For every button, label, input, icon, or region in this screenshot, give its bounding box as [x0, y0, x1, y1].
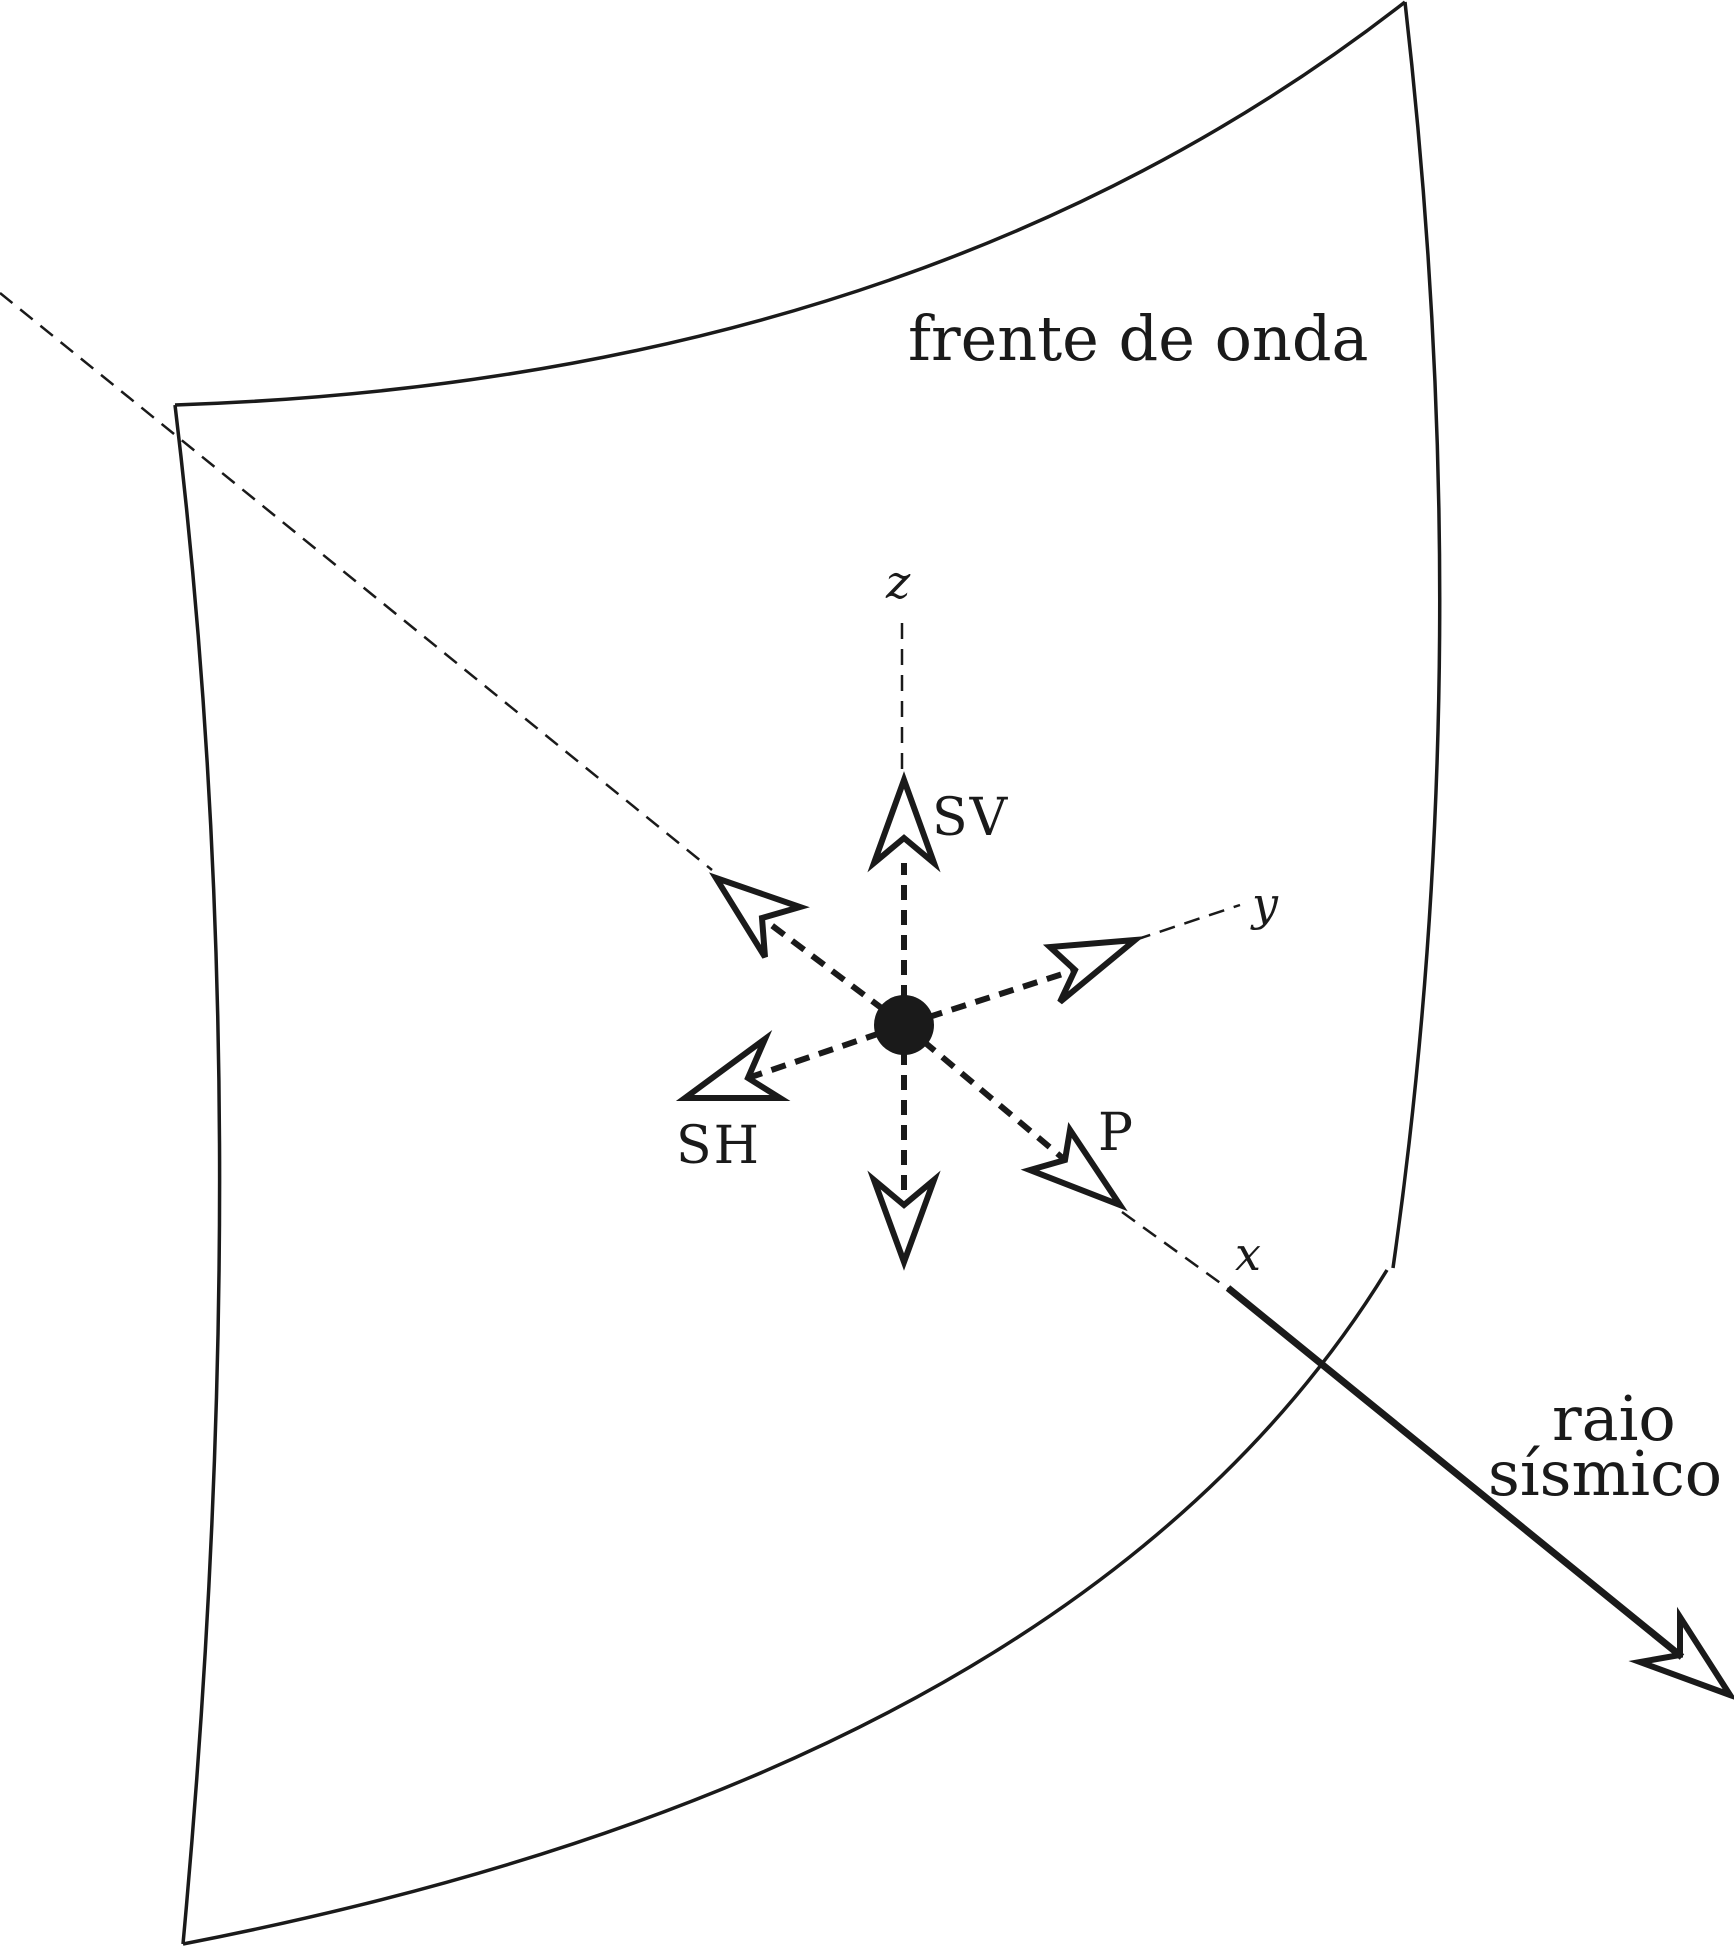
- y-arrowhead: [1042, 936, 1145, 1005]
- wavefront-label: frente de onda: [908, 302, 1369, 375]
- sh-arrowhead: [675, 1029, 791, 1101]
- wavefront-surface: [173, 0, 1442, 1946]
- sv-up-arrowhead: [867, 771, 941, 873]
- guide-lines: [0, 292, 1241, 1292]
- p-label: P: [1098, 1103, 1135, 1163]
- wavefront-bottom-edge: [182, 1269, 1389, 1946]
- arrowheads: [675, 771, 1734, 1700]
- p-back-arrowhead: [709, 872, 810, 959]
- wavefront-top-edge: [174, 0, 1407, 407]
- wavefront-right-edge: [1391, 1, 1442, 1269]
- sh-label: SH: [676, 1116, 761, 1176]
- z-axis-label: z: [885, 555, 911, 609]
- y-axis-label: y: [1250, 877, 1279, 931]
- ray-label-line1: raio: [1552, 1382, 1676, 1455]
- sv-label: SV: [932, 788, 1009, 848]
- p-forward-shaft: [902, 1022, 1067, 1163]
- p-forward-arrowhead: [1020, 1122, 1128, 1212]
- x-axis-dashed: [1121, 1210, 1231, 1292]
- seismic-ray: [1225, 1285, 1685, 1660]
- ray-arrowhead: [1628, 1606, 1734, 1700]
- wavefront-left-edge: [173, 404, 222, 1945]
- ray-dashed-back: [0, 292, 713, 871]
- y-axis-dashed: [1134, 903, 1241, 942]
- ray-label-line2: sísmico: [1488, 1437, 1722, 1510]
- sv-down-arrowhead: [867, 1170, 941, 1271]
- x-axis-label: x: [1235, 1227, 1261, 1281]
- particle-dot: [874, 995, 934, 1055]
